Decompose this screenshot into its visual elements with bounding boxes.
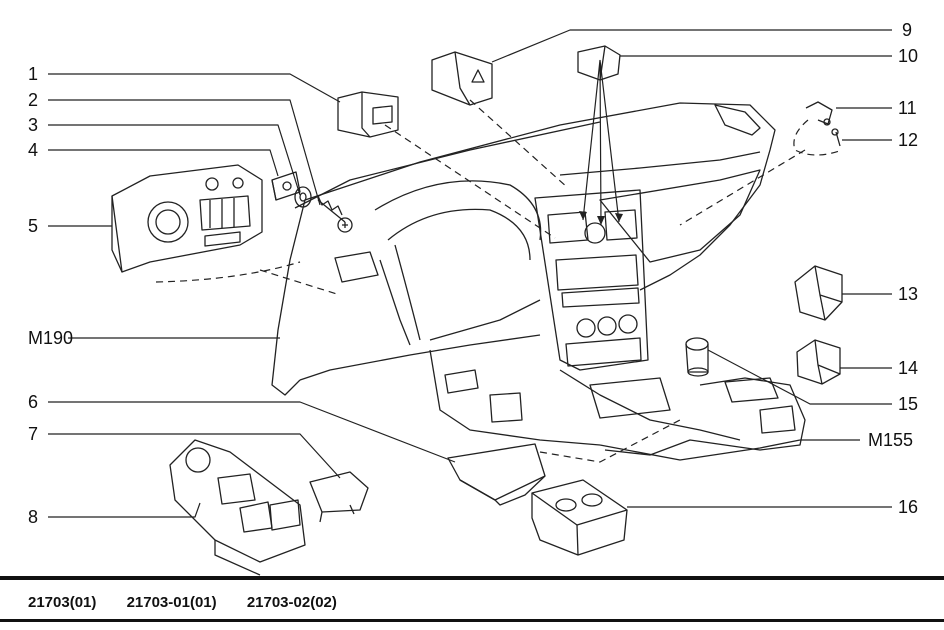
callout-12: 12 <box>898 130 918 150</box>
callout-16: 16 <box>898 497 918 517</box>
diagram-canvas: 1 2 3 4 5 M190 6 7 8 9 10 11 12 13 14 15… <box>28 20 918 576</box>
part-8-window-switch-block <box>169 439 306 576</box>
callout-1: 1 <box>28 64 38 84</box>
callout-15: 15 <box>898 394 918 414</box>
dashboard-outline <box>271 102 806 461</box>
callout-m190: M190 <box>28 328 73 348</box>
part-10-switch <box>577 45 621 81</box>
callout-10: 10 <box>898 46 918 66</box>
callout-11: 11 <box>898 98 917 118</box>
leader-lines <box>48 29 892 518</box>
dashed-assembly-lines <box>155 99 843 463</box>
part-3-washer <box>294 186 312 208</box>
model-code: 21703-02(02) <box>246 594 337 611</box>
part-9-hazard-switch <box>431 51 493 106</box>
callout-2: 2 <box>28 90 38 110</box>
part-5-light-switch-panel <box>111 164 263 273</box>
part-16-switch-panel <box>531 479 628 556</box>
footer-bar: 21703(01) 21703-01(01) 21703-02(02) <box>0 576 944 622</box>
callout-7: 7 <box>28 424 38 444</box>
part-12-screw <box>831 128 841 147</box>
part-2-screw <box>317 195 353 233</box>
part-11-bracket <box>805 101 833 126</box>
callout-4: 4 <box>28 140 38 160</box>
callout-6: 6 <box>28 392 38 412</box>
callout-9: 9 <box>902 20 912 40</box>
arrowheads <box>579 211 623 225</box>
callout-14: 14 <box>898 358 918 378</box>
part-7-plug <box>309 471 369 523</box>
model-codes: 21703(01) 21703-01(01) 21703-02(02) <box>28 594 363 611</box>
callout-m155: M155 <box>868 430 913 450</box>
part-14-relay <box>796 339 841 385</box>
callout-5: 5 <box>28 216 38 236</box>
part-1-switch <box>337 91 399 138</box>
part-15-lighter <box>685 337 709 377</box>
callout-8: 8 <box>28 507 38 527</box>
model-code: 21703-01(01) <box>126 594 217 611</box>
part-6-cover <box>447 443 546 506</box>
callout-3: 3 <box>28 115 38 135</box>
model-code: 21703(01) <box>28 594 97 611</box>
part-13-relay <box>794 265 843 321</box>
callout-13: 13 <box>898 284 918 304</box>
part-4-clip <box>271 171 301 201</box>
